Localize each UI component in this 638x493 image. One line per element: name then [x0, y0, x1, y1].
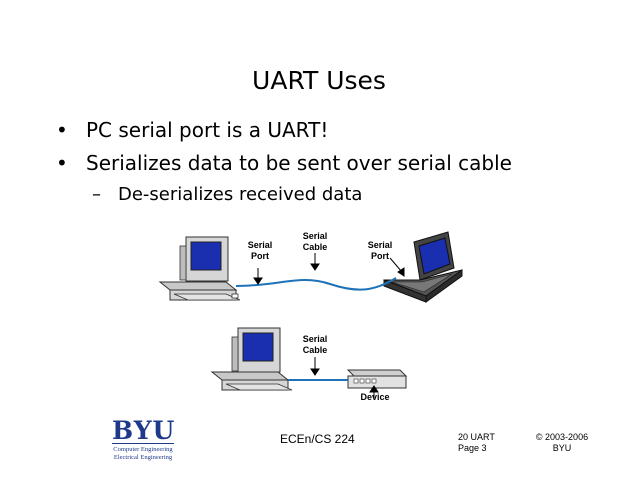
footer-copyright: © 2003-2006 — [535, 432, 589, 442]
arrows — [253, 253, 405, 398]
label-serial-port-right: Serial Port — [367, 240, 393, 261]
label-serial-cable-top: Serial Cable — [302, 231, 328, 252]
footer-section-block: 20 UART Page 3 — [458, 432, 495, 454]
bullet-item: • PC serial port is a UART! — [56, 118, 328, 142]
bullet-item: • Serializes data to be sent over serial … — [56, 151, 512, 175]
logo-name: BYU — [112, 416, 176, 445]
bullet-marker: • — [56, 151, 68, 175]
label-device: Device — [360, 392, 390, 402]
footer-course: ECEn/CS 224 — [280, 432, 355, 446]
sub-bullet-marker: – — [92, 184, 101, 205]
bullet-text: Serializes data to be sent over serial c… — [86, 151, 512, 175]
byu-logo: BYU Computer Engineering Electrical Engi… — [112, 418, 174, 466]
desktop-computer-icon — [210, 327, 293, 391]
bullet-text: PC serial port is a UART! — [86, 118, 329, 142]
logo-line2: Electrical Engineering — [113, 454, 173, 461]
serial-cable-top — [235, 277, 397, 291]
footer-section: 20 UART — [458, 432, 495, 442]
sub-bullet-text: De-serializes received data — [118, 184, 363, 205]
sub-bullet-item: –De-serializes received data — [92, 184, 362, 205]
footer-owner: BYU — [552, 443, 572, 453]
logo-line1: Computer Engineering — [113, 446, 173, 453]
bullet-marker: • — [56, 118, 68, 142]
logo-department: Computer Engineering Electrical Engineer… — [112, 443, 174, 462]
device-box-icon — [346, 369, 408, 389]
footer-copyright-block: © 2003-2006 BYU — [532, 432, 592, 454]
footer-page: Page 3 — [458, 443, 487, 453]
slide-title: UART Uses — [252, 66, 386, 95]
laptop-computer-icon — [383, 231, 463, 303]
desktop-computer-icon — [158, 236, 241, 301]
label-serial-cable-bottom: Serial Cable — [302, 334, 328, 355]
label-serial-port-left: Serial Port — [247, 240, 273, 261]
